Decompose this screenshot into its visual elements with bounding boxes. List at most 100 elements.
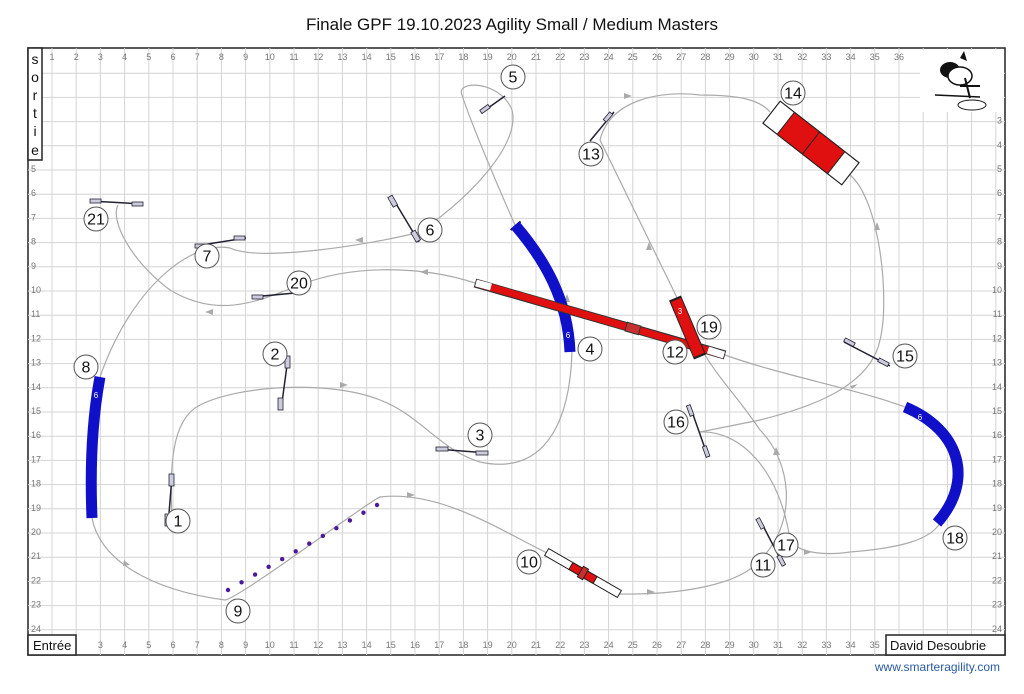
- col-label: 33: [821, 52, 831, 62]
- col-label: 17: [434, 52, 444, 62]
- number-circle: [286, 270, 312, 296]
- number-circle: [696, 314, 722, 340]
- row-label: 9: [997, 261, 1002, 271]
- col-label: 29: [725, 52, 735, 62]
- obstacle-number-11: 11: [750, 552, 776, 578]
- number-label: 8: [82, 360, 91, 377]
- row-label: 13: [31, 358, 41, 368]
- row-label: 8: [31, 237, 36, 247]
- number-label: 14: [784, 86, 802, 103]
- row-label: 21: [31, 551, 41, 561]
- exit-letter: e: [31, 142, 39, 158]
- obstacle-number-13: 13: [578, 141, 604, 167]
- a-frame-14: [762, 100, 860, 186]
- col-label: 10: [265, 640, 275, 650]
- col-label: 12: [313, 640, 323, 650]
- obstacle-number-8: 8: [73, 354, 99, 380]
- obstacle-number-6: 6: [417, 217, 443, 243]
- col-label: 5: [146, 52, 151, 62]
- number-circle: [165, 508, 191, 534]
- number-circle: [892, 343, 918, 369]
- col-label: 21: [531, 640, 541, 650]
- col-label: 17: [434, 640, 444, 650]
- weave-pole: [239, 580, 244, 585]
- col-label: 35: [870, 52, 880, 62]
- col-label: 19: [483, 640, 493, 650]
- col-label: 16: [410, 52, 420, 62]
- number-circle: [467, 422, 493, 448]
- col-label: 28: [700, 640, 710, 650]
- col-label: 25: [628, 640, 638, 650]
- row-label: 12: [992, 333, 1002, 343]
- number-label: 7: [203, 249, 212, 266]
- exit-letter: t: [33, 105, 37, 121]
- row-label: 9: [31, 261, 36, 271]
- row-label: 13: [992, 358, 1002, 368]
- col-label: 26: [652, 52, 662, 62]
- col-label: 7: [195, 52, 200, 62]
- row-label: 17: [31, 454, 41, 464]
- obstacle-number-1: 1: [165, 508, 191, 534]
- col-label: 8: [219, 640, 224, 650]
- row-label: 5: [997, 164, 1002, 174]
- col-label: 3: [98, 52, 103, 62]
- col-label: 8: [219, 52, 224, 62]
- number-circle: [194, 243, 220, 269]
- col-label: 30: [749, 640, 759, 650]
- number-circle: [73, 354, 99, 380]
- obstacle-number-20: 20: [286, 270, 312, 296]
- tunnel-length: 6: [566, 331, 571, 340]
- col-label: 27: [676, 640, 686, 650]
- course-title: Finale GPF 19.10.2023 Agility Small / Me…: [306, 15, 718, 34]
- col-label: 22: [555, 52, 565, 62]
- col-label: 9: [243, 640, 248, 650]
- row-label: 5: [31, 164, 36, 174]
- jump-3: [435, 446, 489, 456]
- row-label: 16: [992, 430, 1002, 440]
- col-label: 24: [604, 52, 614, 62]
- exit-letter: r: [33, 87, 38, 103]
- row-label: 11: [993, 309, 1002, 319]
- col-label: 6: [170, 52, 175, 62]
- col-label: 20: [507, 52, 517, 62]
- number-circle: [500, 64, 526, 90]
- jump-11: [755, 517, 787, 567]
- seesaw-10: [543, 547, 623, 599]
- author-box: David Desoubrie: [885, 634, 1006, 656]
- col-label: 25: [628, 52, 638, 62]
- col-label: 18: [458, 640, 468, 650]
- row-label: 6: [31, 188, 36, 198]
- col-label: 30: [749, 52, 759, 62]
- jump-13: [589, 111, 615, 142]
- row-label: 7: [31, 212, 36, 222]
- weave-pole: [266, 564, 271, 570]
- number-circle: [578, 141, 604, 167]
- number-label: 12: [666, 345, 684, 362]
- tunnel-8: 6: [85, 375, 106, 519]
- number-label: 9: [234, 604, 243, 621]
- obstacle-number-21: 21: [83, 206, 109, 232]
- row-label: 24: [992, 624, 1002, 634]
- number-label: 3: [476, 428, 485, 445]
- col-label: 28: [700, 52, 710, 62]
- col-label: 29: [725, 640, 735, 650]
- number-circle: [225, 598, 251, 624]
- col-label: 36: [894, 52, 904, 62]
- tunnel-length: 6: [918, 413, 923, 422]
- col-label: 11: [289, 52, 298, 62]
- row-label: 18: [31, 479, 41, 489]
- number-circle: [780, 80, 806, 106]
- exit-letter: i: [33, 123, 36, 139]
- tunnel-18: 6: [902, 401, 964, 527]
- website-link[interactable]: www.smarteragility.com: [874, 660, 1000, 674]
- row-label: 24: [31, 624, 41, 634]
- entry-box: Entrée: [27, 634, 77, 656]
- col-label: 34: [846, 640, 856, 650]
- number-circle: [83, 206, 109, 232]
- col-label: 23: [579, 640, 589, 650]
- row-label: 19: [992, 503, 1002, 513]
- obstacle-number-17: 17: [773, 532, 799, 558]
- number-label: 18: [946, 531, 964, 548]
